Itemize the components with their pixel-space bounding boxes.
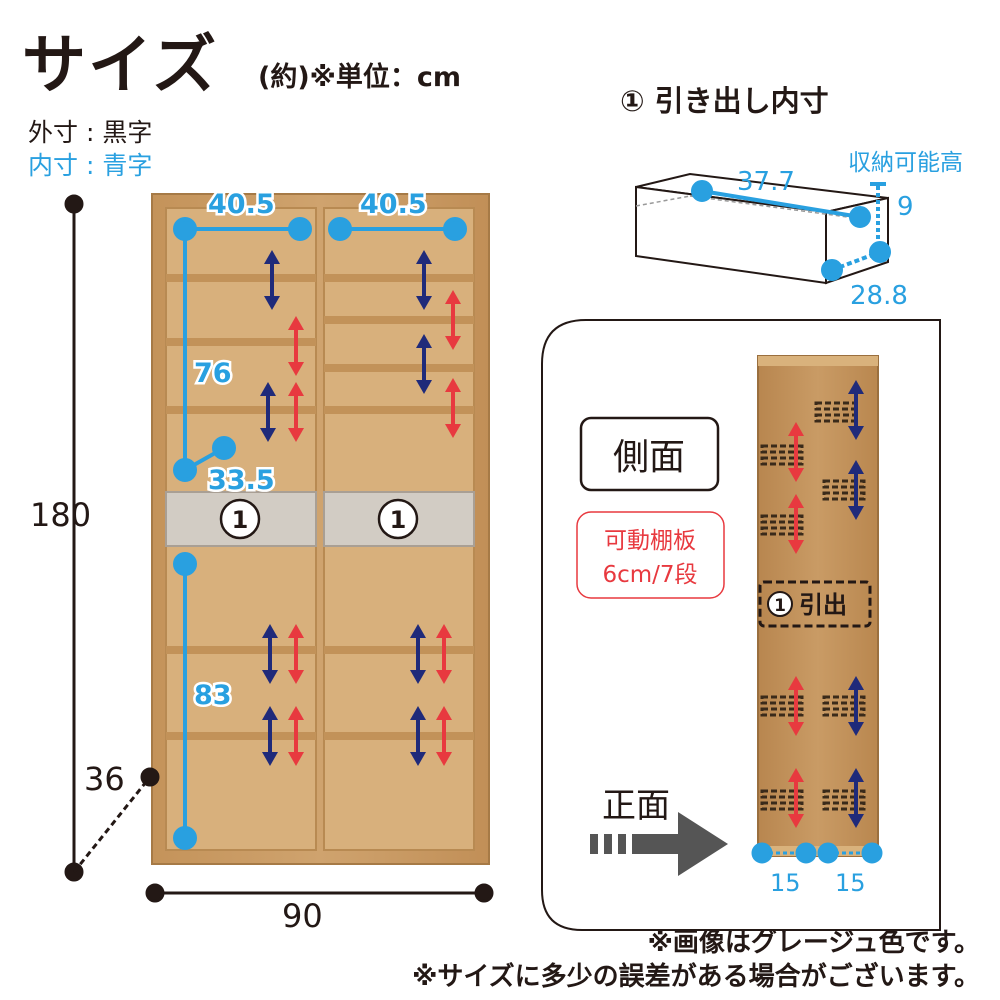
- width-label: 90: [282, 897, 323, 935]
- drawer-gap-depth-label: 33.5: [208, 465, 275, 496]
- side-label: 側面: [613, 437, 685, 478]
- side-label-box: [579, 416, 720, 492]
- inset-right-label: 15: [835, 869, 866, 897]
- side-view-panel: 側面 可動棚板 6cm/7段 1 引出: [541, 319, 941, 931]
- inner-width-right-label: 40.5: [360, 189, 427, 220]
- footnote-color: ※画像はグレージュ色です。: [647, 928, 980, 958]
- legend-inner-dimension: 内寸 : 青字: [28, 151, 153, 180]
- drawer-depth-label: 28.8: [850, 281, 908, 311]
- drawer-marker-right-circle: [377, 498, 419, 540]
- front-label: 正面: [602, 786, 670, 826]
- adjustable-note-box: [576, 511, 725, 599]
- side-drawer-label: 引出: [799, 591, 847, 619]
- height-label: 180: [30, 496, 91, 534]
- depth-label: 36: [84, 760, 125, 798]
- storable-height-caption: 収納可能高: [848, 150, 963, 176]
- drawer-marker-left-circle: [219, 498, 261, 540]
- unit-note: (約)※単位：cm: [258, 62, 462, 93]
- lower-inner-height-label: 83: [194, 680, 232, 711]
- drawer-marker-right: 1: [390, 506, 407, 534]
- inner-width-left-label: 40.5: [208, 189, 275, 220]
- drawer-width-label: 37.7: [737, 167, 795, 197]
- drawer-detail-heading: ① 引き出し内寸: [620, 84, 829, 118]
- legend-outer-dimension: 外寸 : 黒字: [28, 118, 153, 147]
- footnote-tolerance: ※サイズに多少の誤差がある場合がございます。: [412, 962, 980, 992]
- drawer-storable-height-label: 9: [897, 192, 914, 222]
- front-view: 1 1 40.5: [30, 187, 494, 935]
- side-drawer-marker: 1: [774, 596, 786, 616]
- side-drawer-outline: [758, 580, 872, 628]
- drawer-marker-left: 1: [232, 506, 249, 534]
- upper-inner-height-label: 76: [194, 358, 232, 389]
- inset-left-label: 15: [770, 869, 801, 897]
- adjustable-detail: 6cm/7段: [602, 562, 697, 588]
- page-title: サイズ: [22, 29, 219, 103]
- front-direction-arrow: [590, 812, 728, 876]
- drawer-detail: 37.7 28.8 9 収納可能高: [635, 150, 963, 311]
- shelves: [166, 274, 474, 740]
- adjustable-title: 可動棚板: [604, 528, 696, 554]
